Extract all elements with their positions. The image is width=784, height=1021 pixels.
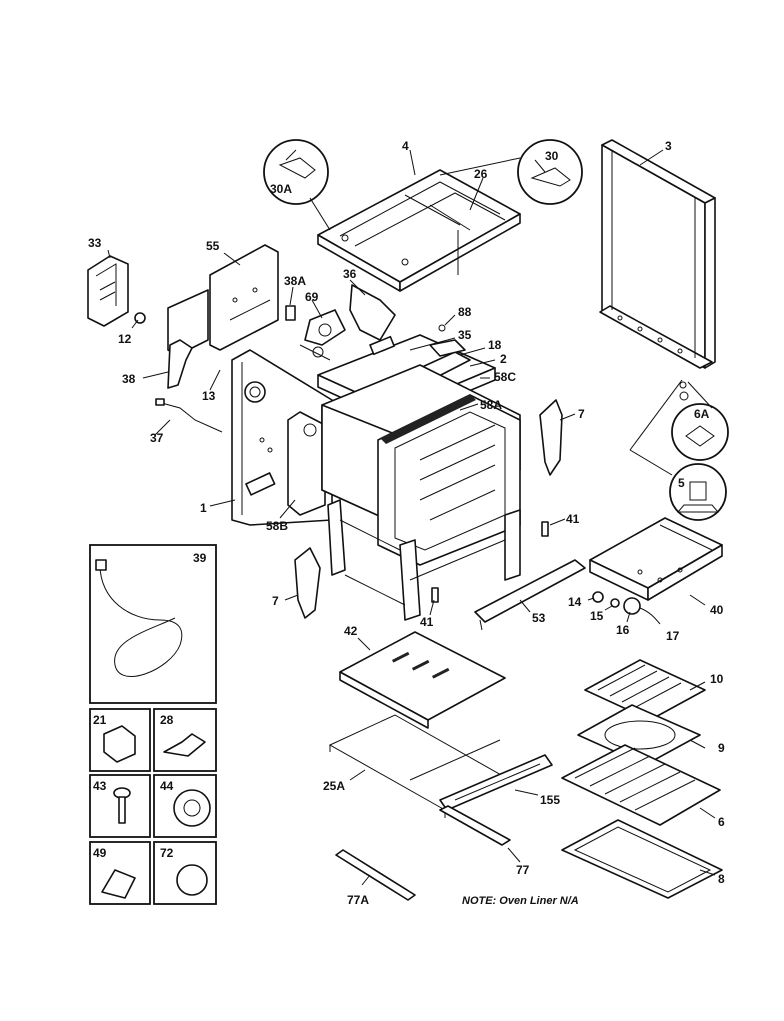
label-7-upper: 7 bbox=[578, 407, 585, 421]
part-labels: 3 4 26 30 30A 33 55 38A 36 69 88 35 18 2… bbox=[88, 139, 725, 907]
label-49: 49 bbox=[93, 846, 107, 860]
detail-box-44 bbox=[153, 774, 217, 838]
label-12: 12 bbox=[118, 332, 132, 346]
oven-body-part bbox=[231, 349, 521, 566]
label-15: 15 bbox=[590, 609, 604, 623]
label-55: 55 bbox=[206, 239, 220, 253]
label-17: 17 bbox=[666, 629, 680, 643]
label-10: 10 bbox=[710, 672, 724, 686]
rail-77-part bbox=[439, 805, 511, 846]
label-38A: 38A bbox=[284, 274, 306, 288]
leader-lines bbox=[107, 149, 716, 886]
detail-box-49 bbox=[89, 841, 151, 905]
label-25A: 25A bbox=[323, 779, 345, 793]
label-58A: 58A bbox=[480, 398, 502, 412]
label-9: 9 bbox=[718, 741, 725, 755]
part-14 bbox=[592, 591, 604, 603]
callout-5 bbox=[669, 463, 727, 521]
strip-77A-part bbox=[335, 849, 416, 901]
oven-liner-note: NOTE: Oven Liner N/A bbox=[462, 895, 579, 907]
label-43: 43 bbox=[93, 779, 107, 793]
bottom-frame-part bbox=[328, 714, 512, 818]
label-30: 30 bbox=[545, 149, 559, 163]
oven-bottom-part bbox=[339, 631, 506, 729]
detail-box-72 bbox=[153, 841, 217, 905]
label-77A: 77A bbox=[347, 893, 369, 907]
oven-rack-part bbox=[561, 744, 721, 826]
clip-38-part bbox=[167, 339, 193, 389]
label-6: 6 bbox=[718, 815, 725, 829]
part-16 bbox=[623, 597, 641, 615]
label-58B: 58B bbox=[266, 519, 288, 533]
label-58C: 58C bbox=[494, 370, 516, 384]
detail-box-28 bbox=[153, 708, 217, 772]
label-5: 5 bbox=[678, 476, 685, 490]
label-36: 36 bbox=[343, 267, 357, 281]
tray-part bbox=[561, 819, 723, 899]
label-38: 38 bbox=[122, 372, 136, 386]
label-35: 35 bbox=[458, 328, 472, 342]
label-33: 33 bbox=[88, 236, 102, 250]
label-30A: 30A bbox=[270, 182, 292, 196]
label-39: 39 bbox=[193, 551, 207, 565]
label-8: 8 bbox=[718, 872, 725, 886]
part-15 bbox=[610, 598, 620, 608]
label-155: 155 bbox=[540, 793, 560, 807]
label-3: 3 bbox=[665, 139, 672, 153]
label-42: 42 bbox=[344, 624, 358, 638]
label-41-upper: 41 bbox=[566, 512, 580, 526]
label-41-lower: 41 bbox=[420, 615, 434, 629]
side-panel-part bbox=[599, 139, 716, 369]
label-53: 53 bbox=[532, 611, 546, 625]
label-69: 69 bbox=[305, 290, 319, 304]
label-77: 77 bbox=[516, 863, 530, 877]
igniter-assembly-part bbox=[285, 284, 446, 361]
detail-box-43 bbox=[89, 774, 151, 838]
label-88: 88 bbox=[458, 305, 472, 319]
label-26: 26 bbox=[474, 167, 488, 181]
label-14: 14 bbox=[568, 595, 582, 609]
callout-30 bbox=[439, 139, 583, 205]
label-6A: 6A bbox=[694, 407, 710, 421]
label-16: 16 bbox=[616, 623, 630, 637]
detail-box-39 bbox=[89, 544, 217, 704]
label-1: 1 bbox=[200, 501, 207, 515]
part-17 bbox=[639, 607, 661, 625]
label-7-lower: 7 bbox=[272, 594, 279, 608]
label-44: 44 bbox=[160, 779, 174, 793]
hinge-7-lower-part bbox=[294, 547, 321, 619]
detail-box-21 bbox=[89, 708, 151, 772]
broiler-drawer-part bbox=[589, 517, 723, 601]
label-72: 72 bbox=[160, 846, 174, 860]
back-panel-part bbox=[167, 244, 279, 356]
label-18: 18 bbox=[488, 338, 502, 352]
callout-30A bbox=[263, 139, 331, 231]
label-40: 40 bbox=[710, 603, 724, 617]
label-13: 13 bbox=[202, 389, 216, 403]
wire-37-part bbox=[157, 401, 223, 433]
top-panel-part bbox=[317, 169, 521, 292]
label-28: 28 bbox=[160, 713, 174, 727]
control-bracket-part bbox=[87, 255, 129, 327]
label-2: 2 bbox=[500, 352, 507, 366]
screw-41-lower-part bbox=[431, 587, 439, 603]
hinge-7-upper-part bbox=[539, 399, 563, 476]
callout-6A bbox=[629, 379, 729, 476]
rail-53-part bbox=[474, 559, 586, 623]
base-frame-part bbox=[327, 499, 521, 621]
label-21: 21 bbox=[93, 713, 107, 727]
screw-41-upper-part bbox=[541, 521, 549, 537]
label-4: 4 bbox=[402, 139, 409, 153]
label-37: 37 bbox=[150, 431, 164, 445]
wire-clip-part bbox=[155, 398, 165, 406]
